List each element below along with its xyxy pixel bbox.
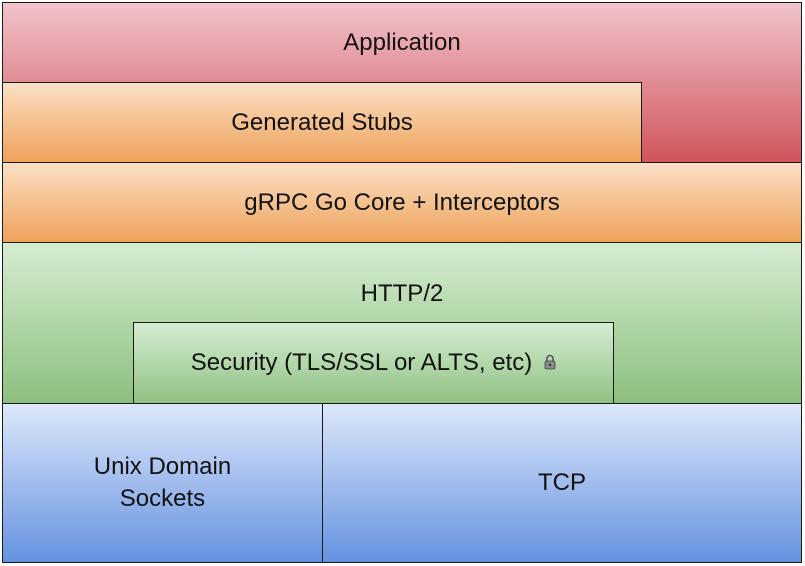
grpc-core-label: gRPC Go Core + Interceptors bbox=[244, 188, 560, 216]
security-layer: Security (TLS/SSL or ALTS, etc) bbox=[133, 322, 614, 404]
application-label: Application bbox=[343, 29, 461, 56]
unix-domain-sockets-layer: Unix Domain Sockets bbox=[2, 403, 323, 563]
unix-domain-sockets-label: Unix Domain Sockets bbox=[93, 453, 232, 512]
http2-label: HTTP/2 bbox=[360, 280, 444, 307]
tcp-label: TCP bbox=[538, 469, 586, 496]
tcp-layer: TCP bbox=[322, 403, 802, 563]
grpc-core-layer: gRPC Go Core + Interceptors bbox=[2, 162, 802, 243]
generated-stubs-label: Generated Stubs bbox=[231, 108, 413, 136]
security-label: Security (TLS/SSL or ALTS, etc) bbox=[190, 349, 533, 376]
generated-stubs-layer: Generated Stubs bbox=[2, 82, 642, 163]
lock-icon bbox=[544, 347, 556, 379]
